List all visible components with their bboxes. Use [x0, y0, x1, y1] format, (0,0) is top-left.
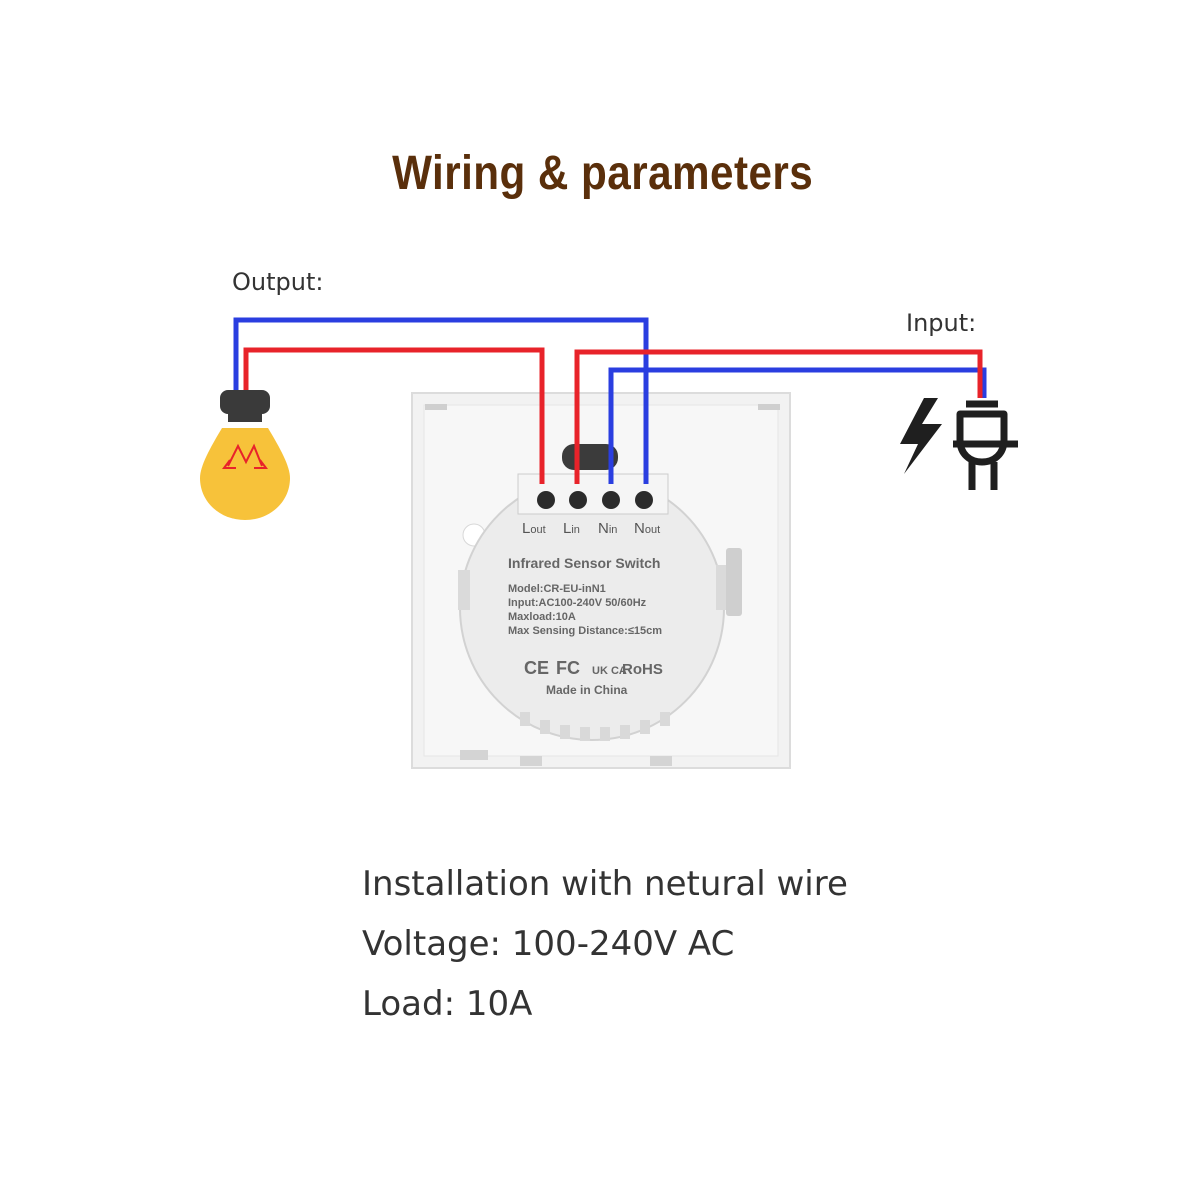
neutral-wire-output [233, 317, 649, 484]
device-input: Input:AC100-240V 50/60Hz [508, 597, 647, 609]
power-plug-icon [953, 400, 1018, 490]
live-wires [243, 347, 983, 484]
cert-fcc: FC [556, 658, 580, 678]
device-name: Infrared Sensor Switch [508, 555, 660, 571]
neutral-wire-input [608, 367, 987, 484]
device-origin: Made in China [546, 683, 628, 697]
light-bulb-icon [200, 390, 290, 520]
cert-ukca: UK CA [592, 665, 627, 677]
device-sensing: Max Sensing Distance:≤15cm [508, 625, 662, 637]
lightning-bolt-icon [900, 398, 942, 474]
device-maxload: Maxload:10A [508, 611, 576, 623]
input-label: Input: [906, 309, 977, 337]
terminal-label-nin: Nin [598, 520, 617, 537]
terminal-label-nout: Nout [634, 520, 660, 537]
cert-rohs: RoHS [622, 661, 663, 678]
spec-load: Load: 10A [362, 984, 533, 1024]
spec-installation: Installation with netural wire [362, 864, 848, 904]
live-wire-input [574, 349, 983, 484]
device-model: Model:CR-EU-inN1 [508, 583, 606, 595]
terminal-label-lout: Lout [522, 520, 546, 537]
neutral-wires [233, 317, 987, 484]
terminal-label-lin: Lin [563, 520, 580, 537]
output-label: Output: [232, 268, 324, 296]
spec-voltage: Voltage: 100-240V AC [362, 924, 735, 964]
live-wire-output [243, 347, 545, 484]
page-title: Wiring & parameters [392, 147, 814, 200]
cert-ce: CE [524, 658, 549, 678]
